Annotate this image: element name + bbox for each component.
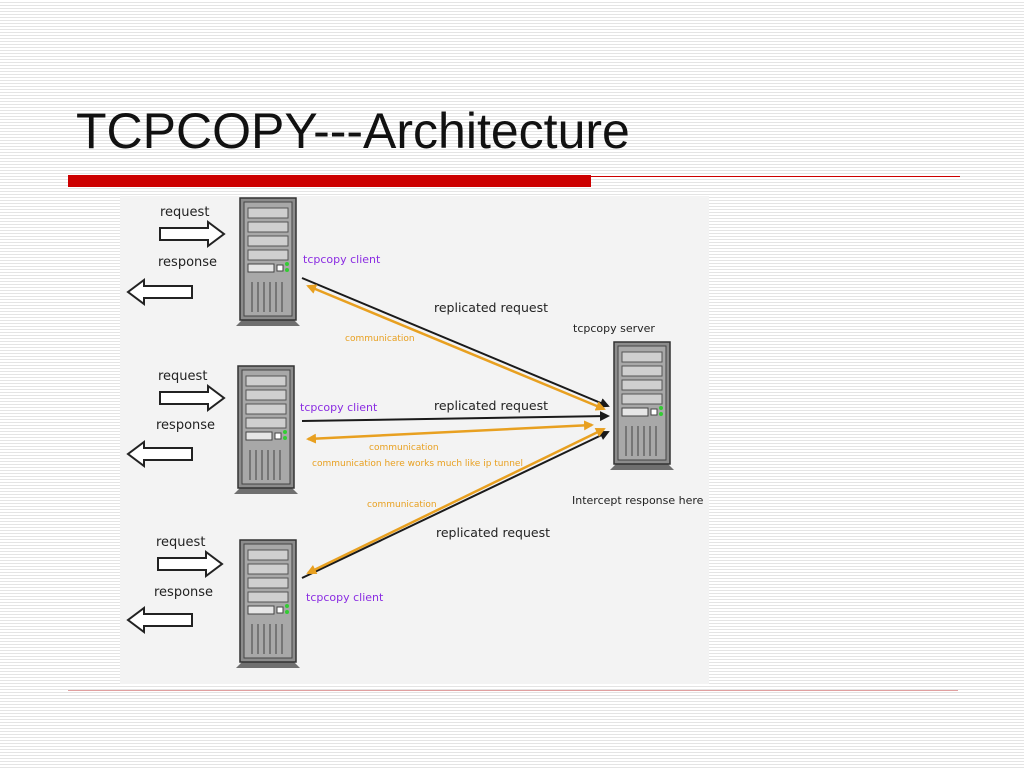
response-label-3: response xyxy=(154,585,213,600)
slide-title: TCPCOPY---Architecture xyxy=(76,103,630,159)
request-arrow-icon-3 xyxy=(157,551,223,577)
request-label-2: request xyxy=(158,369,207,384)
architecture-diagram: request response request response reques… xyxy=(120,196,709,684)
server-note: Intercept response here xyxy=(572,494,704,507)
replicated-label-1: replicated request xyxy=(434,300,548,315)
request-arrow-icon-2 xyxy=(159,385,225,411)
tunnel-note: communication here works much like ip tu… xyxy=(312,459,523,469)
response-arrow-icon-3 xyxy=(127,607,193,633)
communication-arrow-3 xyxy=(306,427,606,575)
client-server-icon-1 xyxy=(235,197,301,327)
title-divider-line xyxy=(591,176,960,177)
request-label-1: request xyxy=(160,205,209,220)
client-label-2: tcpcopy client xyxy=(300,401,378,414)
response-arrow-icon-1 xyxy=(127,279,193,305)
client-label-3: tcpcopy client xyxy=(306,591,384,604)
response-label-2: response xyxy=(156,418,215,433)
request-arrow-icon-1 xyxy=(159,221,225,247)
replicated-label-2: replicated request xyxy=(434,398,548,413)
replicated-arrow-3 xyxy=(301,430,610,579)
request-label-3: request xyxy=(156,535,205,550)
title-accent-bar xyxy=(68,175,591,187)
replicated-arrow-2 xyxy=(301,411,610,422)
response-arrow-icon-2 xyxy=(127,441,193,467)
server-label: tcpcopy server xyxy=(573,322,655,335)
replicated-label-3: replicated request xyxy=(436,525,550,540)
client-label-1: tcpcopy client xyxy=(303,253,381,266)
communication-label-1: communication xyxy=(345,334,415,344)
tcpcopy-server-icon xyxy=(609,341,675,471)
response-label-1: response xyxy=(158,255,217,270)
communication-label-2: communication xyxy=(369,443,439,453)
footer-divider-line xyxy=(68,690,958,691)
communication-arrow-2 xyxy=(306,420,594,444)
client-server-icon-2 xyxy=(233,365,299,495)
communication-label-3: communication xyxy=(367,500,437,510)
client-server-icon-3 xyxy=(235,539,301,669)
communication-arrow-1 xyxy=(306,284,606,411)
